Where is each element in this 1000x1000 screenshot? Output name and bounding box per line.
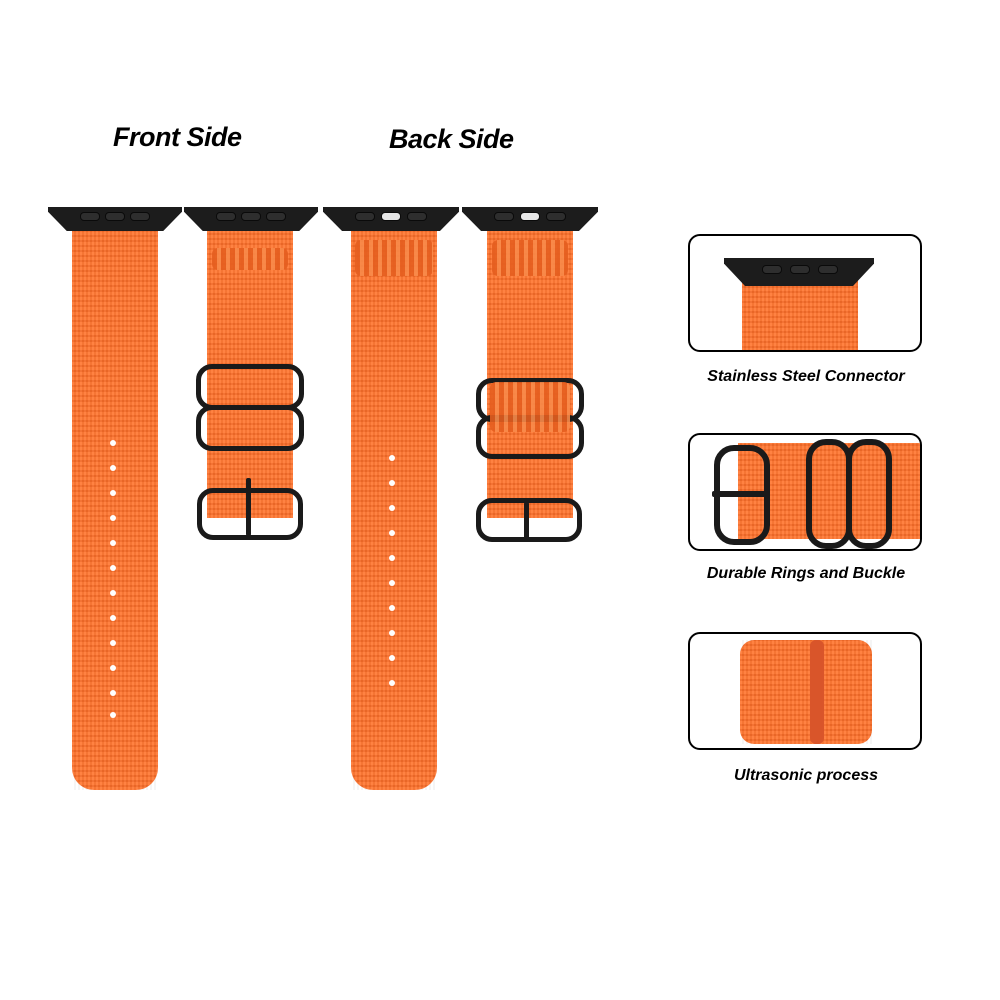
connector-icon (323, 207, 459, 231)
connector-icon (462, 207, 598, 231)
strap-hole (110, 490, 116, 496)
strap-hole (389, 530, 395, 536)
strap-hole (110, 540, 116, 546)
front-side-heading: Front Side (113, 122, 242, 152)
buckle-icon (476, 498, 582, 542)
strap-hole (110, 640, 116, 646)
connector-icon (724, 258, 874, 286)
strap-hole (110, 615, 116, 621)
strap-hole (389, 555, 395, 561)
ultrasonic-seam-icon (810, 640, 824, 744)
strap-hole (389, 480, 395, 486)
strap-hole (389, 655, 395, 661)
keeper-ring-icon (196, 364, 304, 410)
feature-panel-ultrasonic (688, 632, 922, 750)
strap-hole (389, 580, 395, 586)
strap-hole (110, 690, 116, 696)
feature-caption: Durable Rings and Buckle (706, 565, 906, 582)
strap-body (207, 228, 293, 518)
keeper-ring-icon (846, 439, 892, 549)
connector-icon (48, 207, 182, 231)
strap-hole (110, 712, 116, 718)
feature-caption: Stainless Steel Connector (707, 368, 905, 385)
strap-hole (110, 515, 116, 521)
keeper-ring-icon (196, 405, 304, 451)
strap-hole (389, 605, 395, 611)
strap-hole (389, 505, 395, 511)
strap-hole (110, 465, 116, 471)
strap-hole (389, 455, 395, 461)
strap-body (72, 228, 158, 790)
feature-panel-rings-buckle (688, 433, 922, 551)
strap-hole (389, 630, 395, 636)
strap-hole (110, 565, 116, 571)
strap-hole (110, 590, 116, 596)
strap-hole (110, 665, 116, 671)
connector-icon (184, 207, 318, 231)
strap-hole (110, 440, 116, 446)
feature-panel-connector (688, 234, 922, 352)
strap-hole (389, 680, 395, 686)
strap-body (487, 228, 573, 518)
feature-caption: Ultrasonic process (733, 767, 879, 784)
back-side-heading: Back Side (389, 124, 514, 154)
